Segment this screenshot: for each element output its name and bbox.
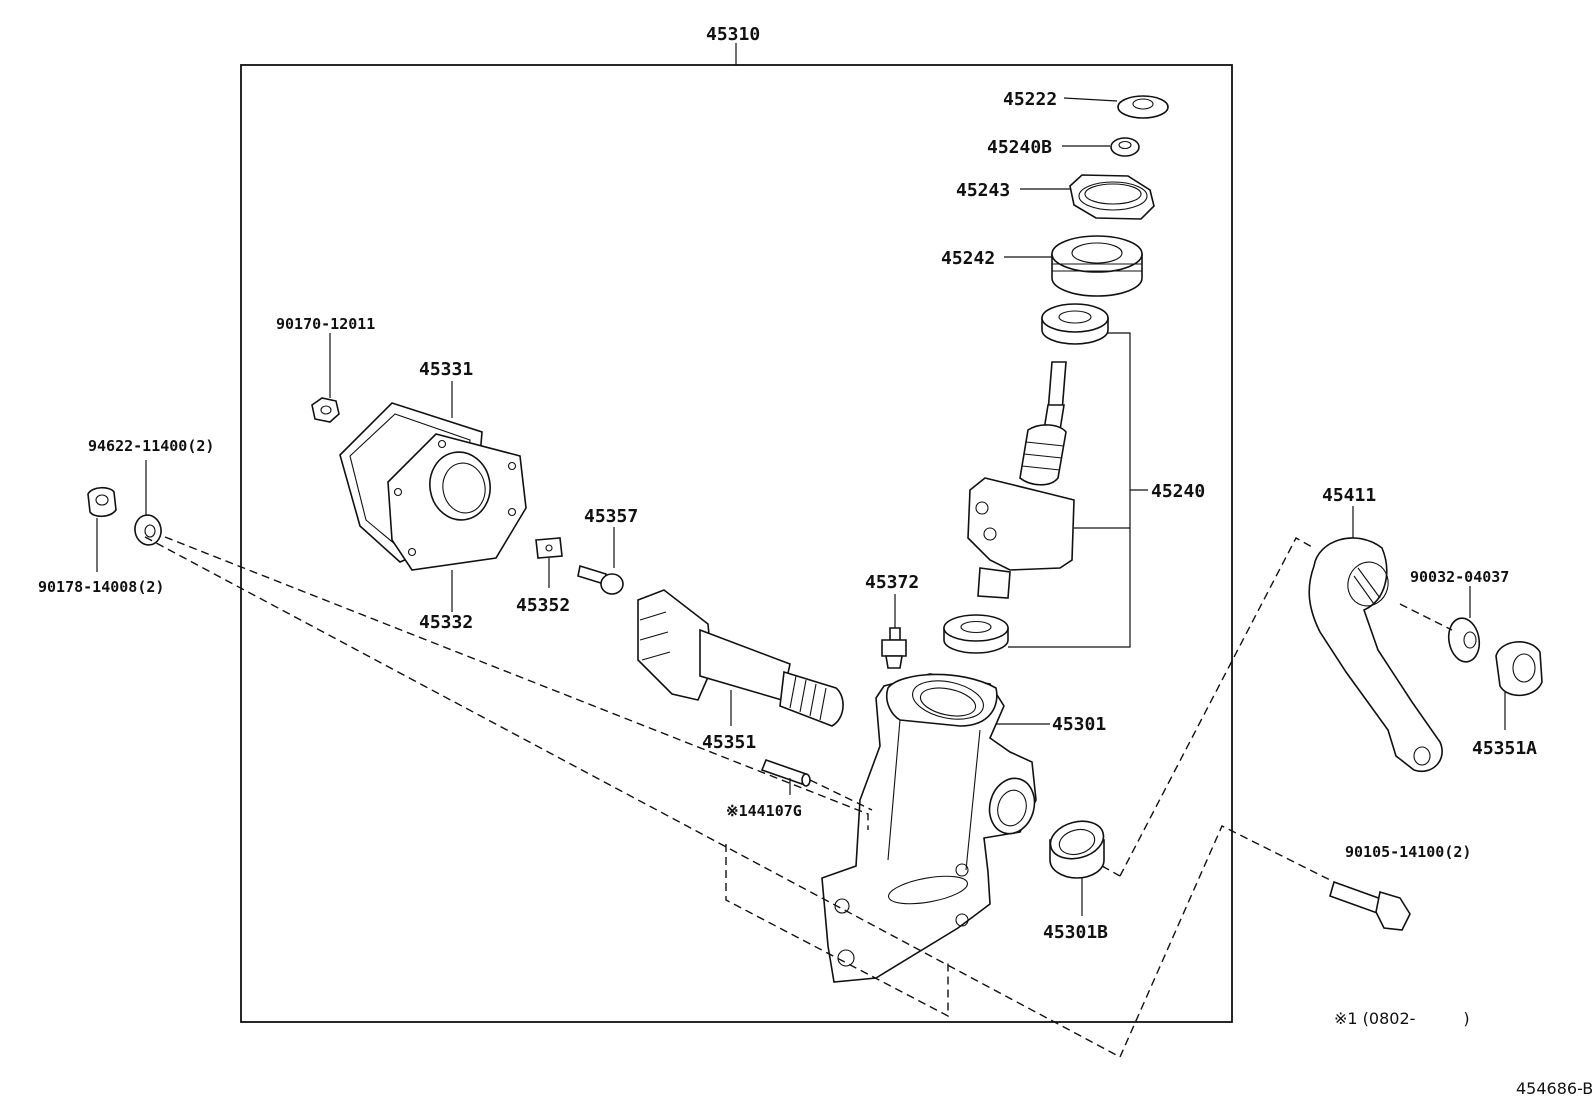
label-144107g[interactable]: ※144107G <box>726 802 802 820</box>
relation-bracket <box>725 844 949 1018</box>
label-45351a[interactable]: 45351A <box>1472 738 1537 759</box>
adjusting-screw-part[interactable] <box>577 564 624 595</box>
footnote-text: ※1 (0802- ) <box>1334 1009 1470 1028</box>
pitman-nut-part[interactable] <box>1495 641 1543 697</box>
relation-line-stud <box>809 779 873 811</box>
label-45357[interactable]: 45357 <box>584 506 638 527</box>
lower-bearing-part[interactable] <box>943 614 1009 654</box>
relation-line-left-washer <box>164 536 869 830</box>
mounting-bolt-part[interactable] <box>1329 880 1411 931</box>
label-45372[interactable]: 45372 <box>865 572 919 593</box>
adjusting-plug-part[interactable] <box>1051 235 1143 297</box>
label-45301[interactable]: 45301 <box>1052 714 1106 735</box>
lock-washer-part[interactable] <box>1445 616 1482 665</box>
gasket-part[interactable] <box>387 433 527 571</box>
label-90170-12011[interactable]: 90170-12011 <box>276 315 375 333</box>
label-90105-14100[interactable]: 90105-14100(2) <box>1345 843 1471 861</box>
label-45301b[interactable]: 45301B <box>1043 922 1108 943</box>
relation-line-pitman <box>1119 537 1315 877</box>
label-45351[interactable]: 45351 <box>702 732 756 753</box>
hex-nut-part[interactable] <box>311 397 340 423</box>
washer-part-left[interactable] <box>133 513 164 547</box>
label-90178-14008[interactable]: 90178-14008(2) <box>38 578 164 596</box>
label-45310[interactable]: 45310 <box>706 24 760 45</box>
small-bearing-part[interactable] <box>1110 137 1140 157</box>
label-45352[interactable]: 45352 <box>516 595 570 616</box>
label-45411[interactable]: 45411 <box>1322 485 1376 506</box>
oil-seal-part[interactable] <box>1046 816 1107 879</box>
label-90032-04037[interactable]: 90032-04037 <box>1410 568 1509 586</box>
relation-line-lower-bolt <box>144 536 1331 1058</box>
label-45332[interactable]: 45332 <box>419 612 473 633</box>
label-45240b[interactable]: 45240B <box>987 137 1052 158</box>
bleeder-plug-part[interactable] <box>881 627 907 669</box>
relation-line-washer-right <box>1399 603 1453 631</box>
dust-cover-part[interactable] <box>1117 95 1169 119</box>
label-45331[interactable]: 45331 <box>419 359 473 380</box>
gear-housing-part[interactable] <box>821 673 1040 983</box>
pitman-arm-part[interactable] <box>1308 537 1443 773</box>
stud-bolt-part[interactable] <box>760 758 811 787</box>
label-45242[interactable]: 45242 <box>941 248 995 269</box>
nut-part-left[interactable] <box>87 486 117 518</box>
diagram-id: 454686-B <box>1516 1079 1592 1098</box>
lock-nut-part[interactable] <box>1069 174 1155 220</box>
label-45243[interactable]: 45243 <box>956 180 1010 201</box>
label-45240[interactable]: 45240 <box>1151 481 1205 502</box>
small-plate-part[interactable] <box>535 537 563 559</box>
label-94622-11400[interactable]: 94622-11400(2) <box>88 437 214 455</box>
worm-shaft-part[interactable] <box>967 361 1075 599</box>
upper-bearing-part[interactable] <box>1041 303 1109 345</box>
label-45222[interactable]: 45222 <box>1003 89 1057 110</box>
sector-shaft-part[interactable] <box>637 589 844 727</box>
